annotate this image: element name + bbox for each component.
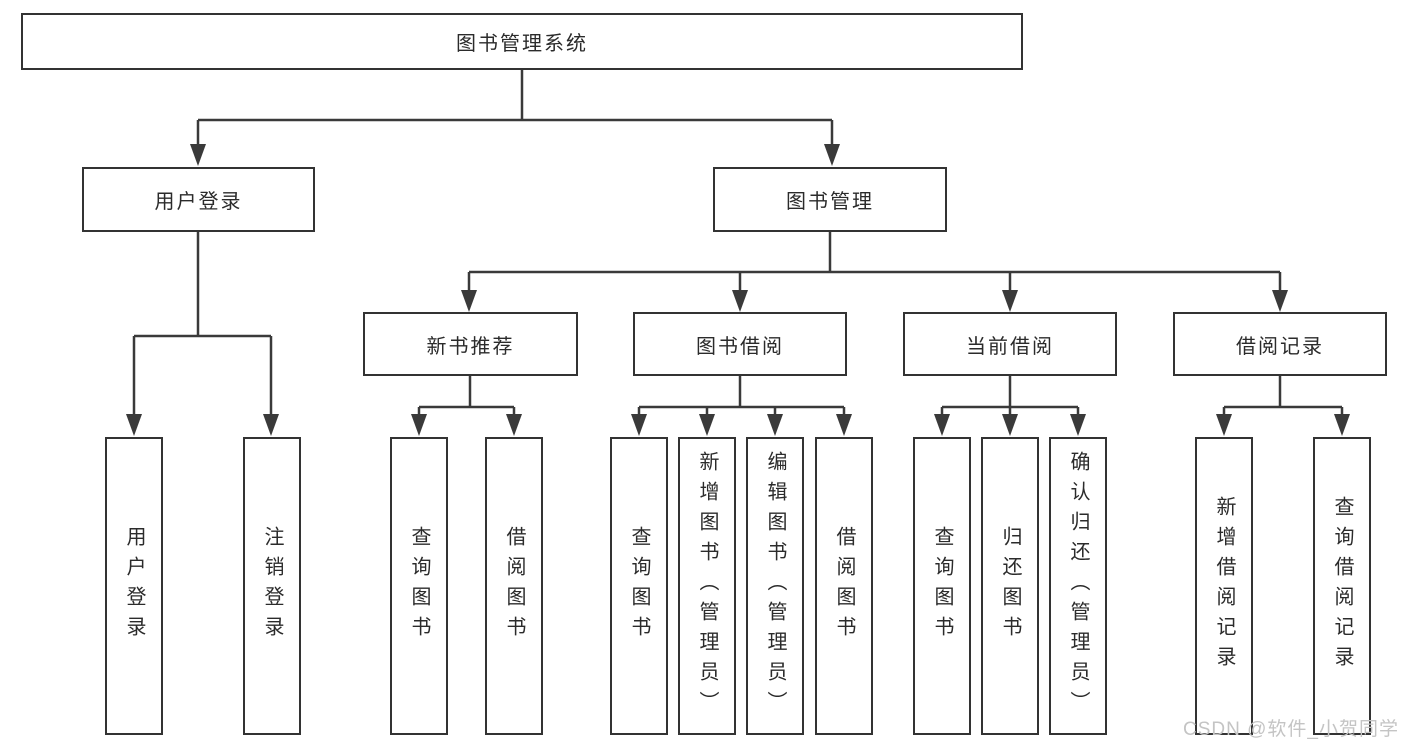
leaf-borrow-query-books: 查询图书 bbox=[610, 437, 668, 735]
leaf-current-query-books: 查询图书 bbox=[913, 437, 971, 735]
leaf-borrow-edit-books-admin: 编辑图书（管理员） bbox=[746, 437, 804, 735]
node-borrow-records: 借阅记录 bbox=[1173, 312, 1387, 376]
arrow-icon bbox=[1002, 414, 1018, 436]
leaf-label: 查询图书 bbox=[408, 526, 430, 646]
leaf-label: 注销登录 bbox=[261, 526, 283, 646]
arrow-icon bbox=[126, 414, 142, 436]
connector-borrow-split bbox=[637, 376, 846, 418]
leaf-newrec-borrow-books: 借阅图书 bbox=[485, 437, 543, 735]
node-user-login: 用户登录 bbox=[82, 167, 315, 232]
node-label: 用户登录 bbox=[154, 191, 243, 213]
leaf-records-query-record: 查询借阅记录 bbox=[1313, 437, 1371, 735]
leaf-label: 确认归还（管理员） bbox=[1067, 451, 1089, 721]
leaf-label: 查询图书 bbox=[628, 526, 650, 646]
arrow-icon bbox=[1070, 414, 1086, 436]
arrow-icon bbox=[836, 414, 852, 436]
arrow-icon bbox=[699, 414, 715, 436]
connector-trunks bbox=[132, 70, 1344, 418]
node-root-system: 图书管理系统 bbox=[21, 13, 1023, 70]
connector-login-split bbox=[132, 232, 273, 418]
arrow-icon bbox=[1334, 414, 1350, 436]
leaf-label: 用户登录 bbox=[123, 526, 145, 646]
leaf-label: 归还图书 bbox=[999, 526, 1021, 646]
leaf-label: 新增借阅记录 bbox=[1213, 496, 1235, 676]
connector-mgmt-split bbox=[467, 232, 1282, 296]
leaf-current-confirm-return-admin: 确认归还（管理员） bbox=[1049, 437, 1107, 735]
node-label: 当前借阅 bbox=[966, 335, 1054, 358]
leaf-label: 查询图书 bbox=[931, 526, 953, 646]
arrow-icon bbox=[631, 414, 647, 436]
csdn-watermark: CSDN @软件_小贺同学 bbox=[1183, 719, 1399, 740]
leaf-label: 借阅图书 bbox=[833, 526, 855, 646]
connector-newrec-split bbox=[417, 376, 516, 418]
arrow-icon bbox=[190, 144, 206, 166]
leaf-label: 查询借阅记录 bbox=[1331, 496, 1353, 676]
node-label: 借阅记录 bbox=[1236, 335, 1324, 358]
connector-arrowheads bbox=[126, 144, 1350, 436]
arrow-icon bbox=[506, 414, 522, 436]
node-label: 图书借阅 bbox=[696, 335, 784, 358]
node-book-borrow: 图书借阅 bbox=[633, 312, 847, 376]
node-new-book-recommend: 新书推荐 bbox=[363, 312, 578, 376]
connector-root-split bbox=[196, 70, 834, 150]
leaf-label: 新增图书（管理员） bbox=[696, 451, 718, 721]
arrow-icon bbox=[767, 414, 783, 436]
leaf-current-return-books: 归还图书 bbox=[981, 437, 1039, 735]
arrow-icon bbox=[1216, 414, 1232, 436]
arrow-icon bbox=[461, 290, 477, 312]
leaf-borrow-add-books-admin: 新增图书（管理员） bbox=[678, 437, 736, 735]
leaf-label: 借阅图书 bbox=[503, 526, 525, 646]
arrow-icon bbox=[1272, 290, 1288, 312]
leaf-newrec-query-books: 查询图书 bbox=[390, 437, 448, 735]
arrow-icon bbox=[1002, 290, 1018, 312]
node-current-borrow: 当前借阅 bbox=[903, 312, 1117, 376]
leaf-logout: 注销登录 bbox=[243, 437, 301, 735]
arrow-icon bbox=[824, 144, 840, 166]
leaf-borrow-borrow-books: 借阅图书 bbox=[815, 437, 873, 735]
node-book-management: 图书管理 bbox=[713, 167, 947, 232]
node-label: 图书管理 bbox=[786, 191, 874, 213]
connector-current-split bbox=[940, 376, 1080, 418]
arrow-icon bbox=[732, 290, 748, 312]
arrow-icon bbox=[263, 414, 279, 436]
arrow-icon bbox=[411, 414, 427, 436]
node-label: 新书推荐 bbox=[426, 335, 515, 358]
node-label: 图书管理系统 bbox=[456, 33, 588, 55]
leaf-records-add-record: 新增借阅记录 bbox=[1195, 437, 1253, 735]
arrow-icon bbox=[934, 414, 950, 436]
leaf-user-login: 用户登录 bbox=[105, 437, 163, 735]
leaf-label: 编辑图书（管理员） bbox=[764, 451, 786, 721]
connector-records-split bbox=[1222, 376, 1344, 418]
